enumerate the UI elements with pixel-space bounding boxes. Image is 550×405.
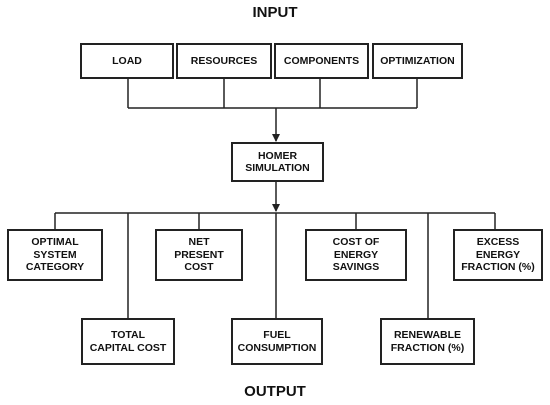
homer-simulation-box: HOMER SIMULATION [231, 142, 324, 182]
input-title: INPUT [252, 4, 298, 21]
input-box-components: COMPONENTS [274, 43, 369, 79]
output-box-cost-of-energy-savings: COST OF ENERGY SAVINGS [305, 229, 407, 281]
input-box-resources: RESOURCES [176, 43, 272, 79]
output-box-renewable-fraction: RENEWABLE FRACTION (%) [380, 318, 475, 365]
output-title: OUTPUT [244, 383, 306, 400]
output-box-excess-energy-fraction: EXCESS ENERGY FRACTION (%) [453, 229, 543, 281]
input-box-optimization: OPTIMIZATION [372, 43, 463, 79]
output-box-net-present-cost: NET PRESENT COST [155, 229, 243, 281]
input-box-load: LOAD [80, 43, 174, 79]
output-box-fuel-consumption: FUEL CONSUMPTION [231, 318, 323, 365]
output-box-optimal-system-category: OPTIMAL SYSTEM CATEGORY [7, 229, 103, 281]
output-box-total-capital-cost: TOTAL CAPITAL COST [81, 318, 175, 365]
